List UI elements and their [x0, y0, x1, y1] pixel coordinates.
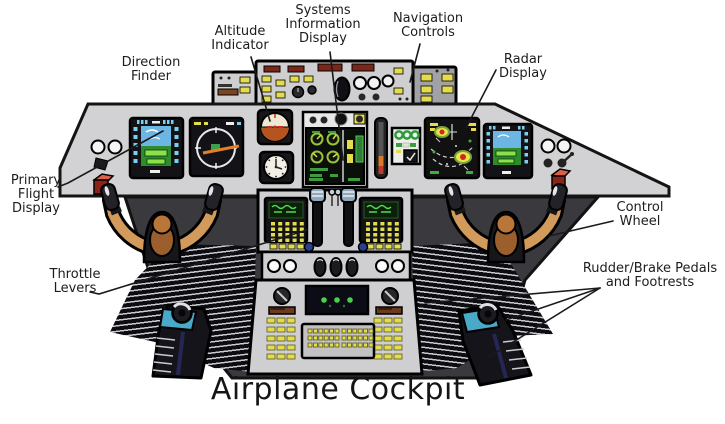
leader-line [424, 287, 601, 304]
callout-altitude-indicator: Altitude Indicator [211, 24, 269, 54]
annunciator-panel [390, 126, 422, 166]
throttle-quadrant [309, 187, 357, 247]
throttle-lever [343, 195, 354, 247]
leader-line [57, 130, 164, 188]
cdu-left [263, 196, 309, 244]
leader-line [548, 220, 614, 237]
yoke-grip [204, 182, 224, 212]
callout-radar-display: Radar Display [499, 52, 547, 82]
callout-direction-finder: Direction Finder [121, 55, 181, 85]
pfd-copilot [482, 122, 534, 180]
throttle-lever [312, 195, 323, 247]
radar-display-screen [423, 116, 481, 180]
callout-primary-flight-display: Primary Flight Display [10, 173, 62, 217]
leader-line [329, 51, 344, 161]
leader-line [505, 287, 601, 321]
leader-line [250, 56, 271, 122]
leader-line [409, 43, 421, 83]
leader-line [89, 229, 308, 295]
nav-display [188, 116, 245, 178]
yoke-grip [444, 182, 464, 212]
yoke-grip [100, 182, 120, 212]
diagram-title: Airplane Cockpit [210, 372, 466, 407]
control-yoke-right [444, 182, 568, 264]
vertical-gauge [374, 117, 388, 179]
callout-systems-information-display: Systems Information Display [285, 3, 361, 47]
control-yoke-left [100, 182, 224, 264]
center-console [246, 187, 424, 376]
cdu-right [358, 196, 404, 244]
leader-line [465, 69, 497, 129]
callout-control-wheel: Control Wheel [616, 200, 664, 230]
systems-information-display-screen [301, 110, 369, 189]
callout-navigation-controls: Navigation Controls [392, 11, 464, 41]
leader-lines [57, 43, 614, 358]
pedal-left [151, 302, 213, 380]
pedal-right [457, 303, 533, 387]
console-keyboard [300, 322, 376, 360]
attitude-indicator-gauge [256, 108, 294, 146]
callout-throttle-levers: Throttle Levers [49, 267, 101, 297]
callout-rudder-brake-pedals: Rudder/Brake Pedals and Footrests [582, 261, 718, 291]
console-button-grids [266, 317, 403, 360]
leader-line [488, 287, 601, 358]
yoke-grip [548, 182, 568, 212]
direction-finder-gauge [258, 150, 295, 185]
